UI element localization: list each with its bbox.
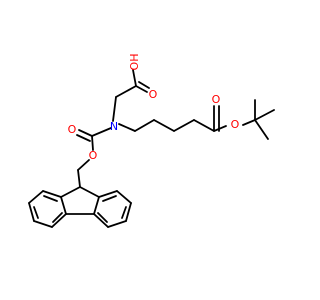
bond-r1-r2 bbox=[98, 190, 118, 198]
hydroxyl-label: OH bbox=[128, 54, 141, 71]
bond-tbu-me-3 bbox=[254, 119, 269, 140]
bond-r-inner-1 bbox=[102, 195, 117, 202]
bond-r2-r3 bbox=[116, 190, 132, 204]
bond-ch2-fluorenyl-c9 bbox=[77, 169, 81, 188]
bond-n-ch2 bbox=[112, 96, 117, 122]
bond-c9-c8a bbox=[60, 186, 81, 198]
bond-chain-3-4 bbox=[173, 119, 195, 132]
bond-l2-l3 bbox=[28, 190, 44, 204]
bond-cooh-oh bbox=[132, 69, 137, 87]
bond-o-ch2 bbox=[77, 159, 90, 171]
bond-l6-l1 bbox=[60, 196, 67, 215]
ester-ether-oxygen-label: O bbox=[231, 118, 240, 131]
carbamate-ether-oxygen-label: O bbox=[89, 149, 98, 162]
bond-n-chain-1 bbox=[118, 123, 136, 132]
bond-carbamate-o-ether bbox=[91, 135, 94, 151]
bond-l-inner-2 bbox=[33, 206, 39, 219]
bond-carbamate-o-double-b bbox=[76, 134, 91, 142]
structure-canvas: OH O N O O O O bbox=[28, 54, 275, 228]
nitrogen-label: N bbox=[110, 120, 118, 133]
bond-chain-4-5 bbox=[193, 119, 215, 132]
carbamate-carbonyl-oxygen-label: O bbox=[68, 123, 77, 136]
bond-l3-l4 bbox=[28, 202, 35, 222]
bond-l-inner-3 bbox=[52, 212, 63, 223]
ester-carbonyl-oxygen-label: O bbox=[212, 93, 221, 106]
bond-r6-r1 bbox=[93, 196, 100, 215]
bond-ch2-cooh bbox=[115, 85, 137, 98]
bond-cooh-o-double-b bbox=[138, 81, 150, 89]
bond-r5-r6 bbox=[93, 213, 109, 228]
bond-c9-c9a bbox=[79, 186, 100, 198]
acid-carbonyl-oxygen-label: O bbox=[149, 88, 158, 101]
bond-r3-r4 bbox=[125, 202, 132, 222]
bond-cooh-o-double-a bbox=[135, 85, 148, 93]
bond-ester-c-o bbox=[213, 125, 227, 132]
bond-r-inner-3 bbox=[97, 212, 108, 223]
bond-l1-l2 bbox=[42, 190, 62, 198]
bond-l5-l6 bbox=[51, 213, 67, 228]
bond-l4-l5 bbox=[33, 220, 53, 228]
bond-r-inner-2 bbox=[121, 206, 127, 219]
bond-tbu-me-2 bbox=[254, 109, 275, 121]
bond-l-inner-1 bbox=[43, 195, 58, 202]
bond-carbamate-o-double-a bbox=[78, 129, 93, 137]
bond-chain-2-3 bbox=[153, 119, 175, 132]
bond-r4-r5 bbox=[107, 220, 127, 228]
bond-chain-1-2 bbox=[134, 119, 155, 132]
bond-o-tbu bbox=[242, 119, 256, 126]
bond-n-c-carbamate bbox=[91, 127, 112, 137]
molecule-drawing: OH O N O O O O bbox=[28, 54, 275, 228]
